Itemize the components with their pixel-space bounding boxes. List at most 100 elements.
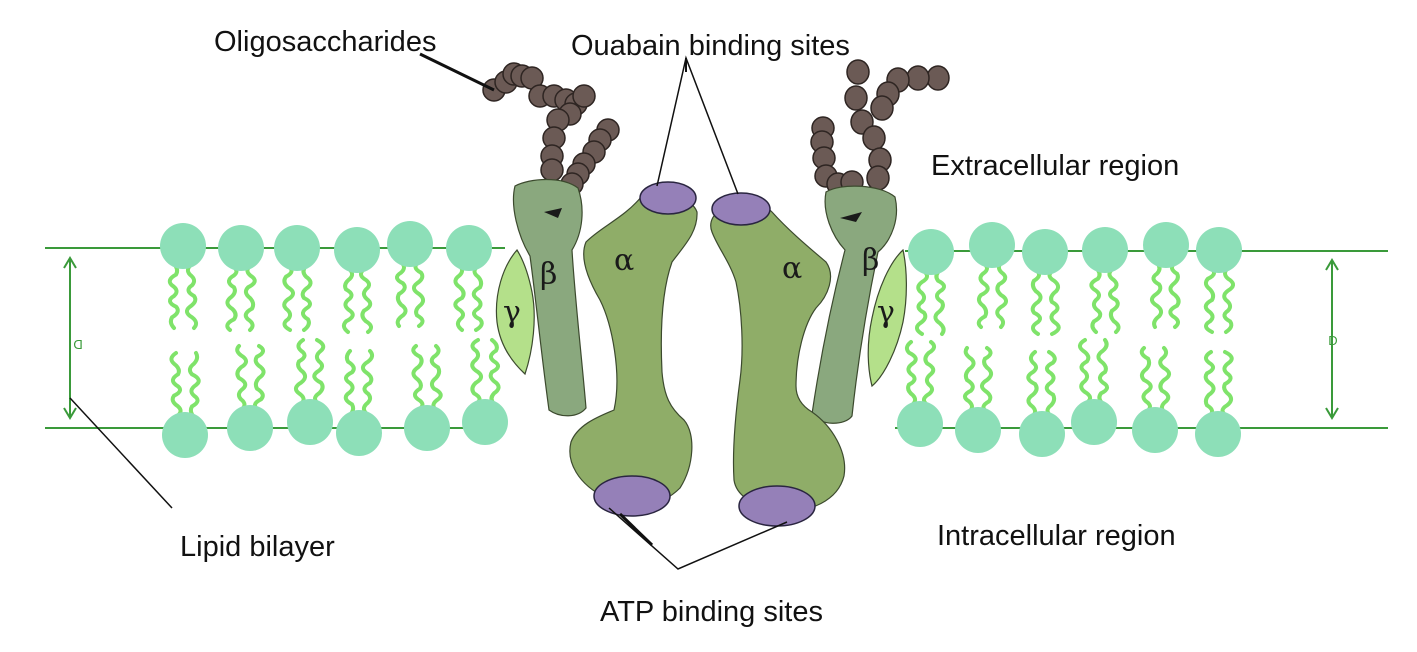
atp-sites-label: ATP binding sites xyxy=(600,596,823,628)
lipid-head xyxy=(218,225,264,271)
lipid-heads xyxy=(160,221,1242,458)
lipid-head xyxy=(1195,411,1241,457)
alpha-label-left: α xyxy=(614,243,634,278)
lipid-head xyxy=(908,229,954,275)
oligosaccharide-unit xyxy=(846,59,870,85)
lipid-tail xyxy=(167,262,180,330)
lipid-tail xyxy=(361,349,375,417)
ouabain-sites-label: Ouabain binding sites xyxy=(571,30,850,62)
lipid-tail xyxy=(933,268,946,336)
lipid-head xyxy=(955,407,1001,453)
lipid-head xyxy=(1143,222,1189,268)
lipid-head xyxy=(387,221,433,267)
lipid-tail xyxy=(300,264,313,332)
lipid-head xyxy=(160,223,206,269)
oligosaccharide-unit xyxy=(862,125,886,151)
oligosaccharide-unit xyxy=(844,85,868,111)
lipid-head xyxy=(1071,399,1117,445)
ouabain-binding-sites xyxy=(639,181,771,226)
ouabain-site-right xyxy=(711,192,771,226)
atp-leader xyxy=(608,507,788,570)
lipid-head xyxy=(336,410,382,456)
atp-site-right xyxy=(738,485,816,527)
oligosaccharide-unit xyxy=(870,95,894,121)
lipid-tail xyxy=(225,264,239,332)
lipid-head xyxy=(1019,411,1065,457)
lipid-tail xyxy=(1168,261,1181,329)
lipid-tail xyxy=(429,344,443,412)
lipid-tail xyxy=(922,340,936,408)
lipid-head xyxy=(897,401,943,447)
oligosaccharide-leader xyxy=(419,52,495,92)
lipid-tail xyxy=(282,264,295,332)
lipid-tail xyxy=(470,338,483,406)
ouabain-leader xyxy=(656,55,739,195)
oligosaccharide-unit xyxy=(866,165,890,191)
lipid-tail xyxy=(185,262,199,330)
lipid-tail xyxy=(915,268,929,336)
lipid-tail xyxy=(453,264,466,332)
lipid-head xyxy=(334,227,380,273)
membrane-lines xyxy=(45,247,1388,429)
lipid-tail xyxy=(253,344,266,412)
lipid-tail xyxy=(1096,338,1109,406)
lipid-bilayer-label: Lipid bilayer xyxy=(180,531,335,563)
lipid-tail xyxy=(1139,346,1153,414)
alpha-label-right: α xyxy=(782,251,802,286)
lipid-tail xyxy=(341,266,355,334)
oligosaccharide-unit xyxy=(572,84,596,108)
lipid-tail xyxy=(1047,268,1061,336)
beta-notch-right xyxy=(840,212,862,222)
lipid-head xyxy=(969,222,1015,268)
lipid-head xyxy=(1132,407,1178,453)
lipid-tail xyxy=(976,261,990,329)
beta-notch-left xyxy=(544,208,562,218)
lipid-tail xyxy=(1220,350,1234,418)
lipid-tail xyxy=(1089,266,1103,334)
gamma-label-left: γ xyxy=(503,295,521,330)
lipid-tail xyxy=(243,264,257,332)
atp-site-left xyxy=(593,475,671,517)
beta-label-left: β xyxy=(540,257,557,292)
lipid-tail xyxy=(343,349,356,417)
lipid-head xyxy=(404,405,450,451)
lipid-tail xyxy=(471,264,484,332)
lipid-head xyxy=(227,405,273,451)
ouabain-site-left xyxy=(639,181,697,215)
lipid-tail xyxy=(1078,338,1092,406)
oligosaccharide-unit xyxy=(540,158,564,182)
alpha-subunit-right xyxy=(710,201,846,512)
lipid-tail xyxy=(412,260,426,328)
lipid-tail xyxy=(1026,350,1039,418)
lipid-head xyxy=(1082,227,1128,273)
lipid-tails xyxy=(167,260,1235,419)
lipid-tail xyxy=(1030,268,1043,336)
lipid-head xyxy=(274,225,320,271)
lipid-head xyxy=(1022,229,1068,275)
lipid-tail xyxy=(1203,266,1216,334)
lipid-tail xyxy=(411,344,425,412)
thickness-label-right: D xyxy=(1328,333,1337,348)
lipid-tail xyxy=(1044,350,1057,418)
lipid-tail xyxy=(488,338,501,406)
lipid-tail xyxy=(1150,261,1164,329)
alpha-subunit-left xyxy=(569,194,698,507)
beta-label-right: β xyxy=(862,243,879,278)
lipid-head xyxy=(287,399,333,445)
lipid-tail xyxy=(1107,266,1121,334)
extracellular-label: Extracellular region xyxy=(931,150,1179,182)
lipid-tail xyxy=(1222,266,1235,334)
lipid-tail xyxy=(904,340,918,408)
lipid-tail xyxy=(980,346,994,414)
gamma-subunit-right xyxy=(867,248,907,388)
lipid-tail xyxy=(395,260,408,328)
lipid-tail xyxy=(187,351,201,419)
lipid-head xyxy=(1196,227,1242,273)
lipid-tail xyxy=(1203,350,1216,418)
atp-leader-bold xyxy=(618,512,654,547)
lipid-head xyxy=(462,399,508,445)
beta-subunit-right xyxy=(811,185,898,424)
lipid-tail xyxy=(169,351,183,419)
lipid-tail xyxy=(312,338,326,406)
oligosaccharide-chains xyxy=(482,59,950,196)
